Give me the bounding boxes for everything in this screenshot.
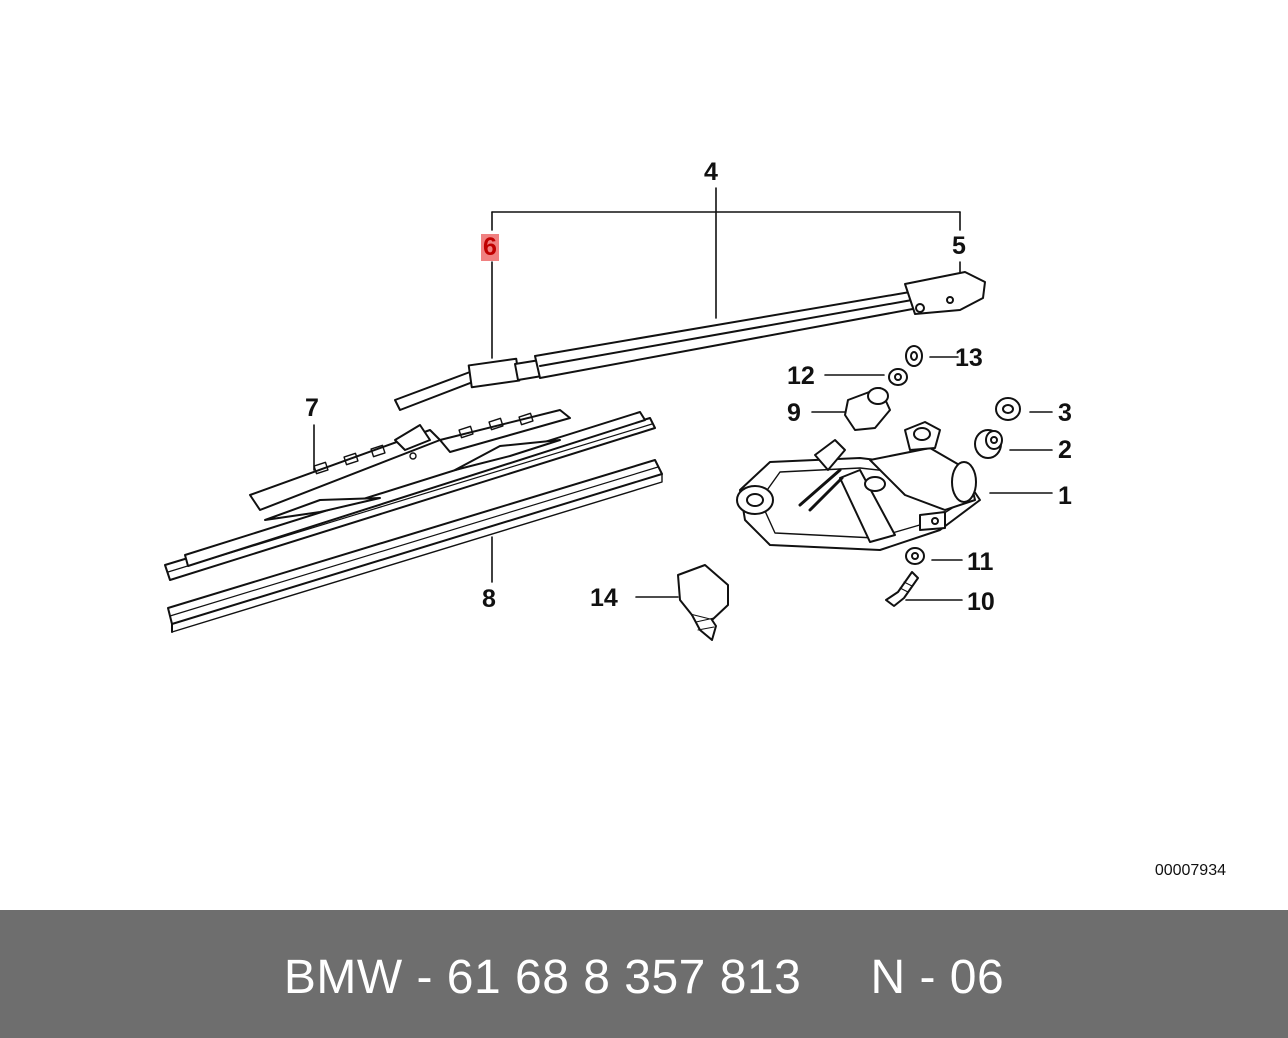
wiper-blade [164,409,656,581]
wiper-refill [167,459,663,633]
wiper-motor [736,421,981,551]
wiper-arm [394,271,986,411]
callout-6-highlighted[interactable]: 6 [481,233,499,261]
callout-5[interactable]: 5 [952,232,966,260]
part-number-caption: BMW - 61 68 8 357 813 N - 06 [283,951,1005,1004]
callout-4[interactable]: 4 [704,158,718,186]
callout-11[interactable]: 11 [967,548,994,576]
parts-diagram: 1 2 3 4 5 6 7 8 9 10 11 12 13 14 0000793… [164,158,1226,879]
callout-12[interactable]: 12 [787,362,815,390]
callout-2[interactable]: 2 [1058,436,1072,464]
drawing-number: 00007934 [1154,862,1226,879]
footer-bar: BMW - 61 68 8 357 813 N - 06 [0,910,1288,1038]
callout-3[interactable]: 3 [1058,399,1072,427]
callout-7[interactable]: 7 [305,394,319,422]
diagram-drawing [164,187,1053,641]
callout-10[interactable]: 10 [967,588,995,616]
leader-lines [313,187,1053,601]
callout-9[interactable]: 9 [787,399,801,427]
small-parts [677,345,1021,641]
callout-8[interactable]: 8 [482,585,496,613]
callout-14[interactable]: 14 [590,584,618,612]
callout-13[interactable]: 13 [955,344,983,372]
callout-1[interactable]: 1 [1058,482,1072,510]
